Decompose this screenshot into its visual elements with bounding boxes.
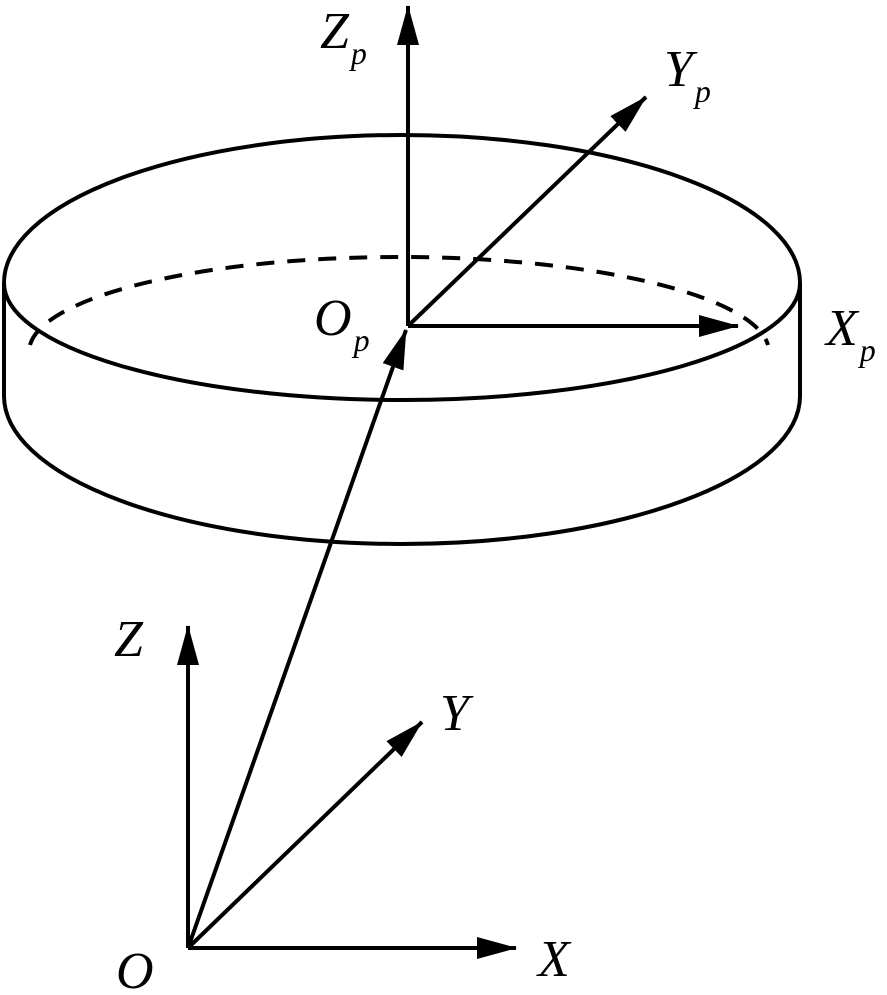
base-frame-axes <box>177 329 517 959</box>
y-p-axis <box>406 95 648 328</box>
label-z: Z <box>114 611 144 668</box>
platform-disk <box>2 133 802 546</box>
label-x: X <box>536 931 572 988</box>
label-o-p: Op <box>314 290 370 358</box>
platform-frame-axes <box>397 5 739 337</box>
position-vector <box>186 329 408 949</box>
y-axis <box>186 720 424 950</box>
disk-hidden-edge <box>28 254 770 346</box>
label-y-p: Yp <box>664 41 711 109</box>
label-x-p: Xp <box>824 300 876 368</box>
disk-top-front-edge <box>2 282 802 402</box>
label-o: O <box>116 943 154 995</box>
disk-top-back-edge <box>2 133 802 284</box>
label-z-p: Zp <box>320 3 367 71</box>
disk-bottom-front-edge <box>2 395 802 546</box>
label-y: Y <box>440 685 474 742</box>
